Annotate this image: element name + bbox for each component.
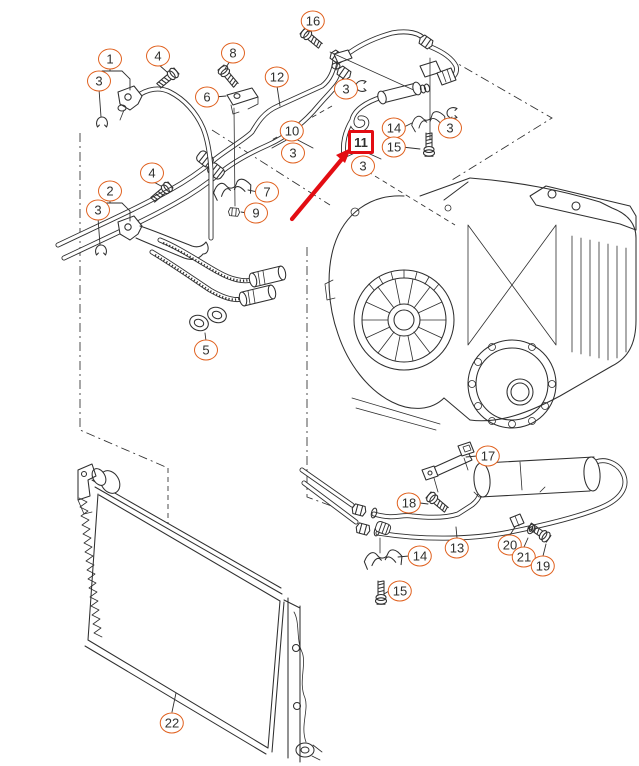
callout-5-20[interactable]: 5 — [194, 339, 218, 361]
callout-3-5[interactable]: 3 — [87, 70, 111, 92]
radiator-drawing — [77, 463, 323, 763]
phantom-boundaries — [79, 57, 553, 509]
callout-16-0[interactable]: 16 — [300, 10, 326, 32]
upper-cooler-pipe-drawing — [298, 26, 459, 158]
callout-15-28[interactable]: 15 — [387, 580, 413, 602]
callout-1-2[interactable]: 1 — [98, 48, 122, 70]
callout-6-6[interactable]: 6 — [195, 86, 219, 108]
callout-21-26[interactable]: 21 — [511, 546, 537, 568]
callout-4-1[interactable]: 4 — [146, 45, 170, 67]
highlight-arrow — [289, 148, 351, 222]
radiator-hoses-drawing — [95, 66, 287, 334]
callout-8-3[interactable]: 8 — [221, 42, 245, 64]
lower-cooler-pipe-drawing — [299, 441, 628, 605]
transmission-drawing — [324, 177, 637, 431]
callout-3-18[interactable]: 3 — [86, 199, 110, 221]
callout-2-16[interactable]: 2 — [98, 180, 122, 202]
callout-12-4[interactable]: 12 — [264, 66, 290, 88]
callout-10-10[interactable]: 10 — [279, 120, 305, 142]
oil-cooler-drawing — [473, 456, 601, 498]
callout-14-24[interactable]: 14 — [407, 545, 433, 567]
oil-pipes-middle-drawing — [55, 48, 354, 261]
callout-15-11[interactable]: 15 — [381, 136, 407, 158]
callout-19-27[interactable]: 19 — [530, 555, 556, 577]
callout-11-12-highlighted[interactable]: 11 — [348, 130, 374, 154]
callout-18-22[interactable]: 18 — [396, 492, 422, 514]
callout-13-23[interactable]: 13 — [444, 537, 470, 559]
callout-3-9[interactable]: 3 — [438, 117, 462, 139]
callout-17-21[interactable]: 17 — [475, 445, 501, 467]
callout-22-29[interactable]: 22 — [159, 712, 185, 734]
callout-7-17[interactable]: 7 — [255, 181, 279, 203]
callout-3-7[interactable]: 3 — [334, 78, 358, 100]
callout-3-13[interactable]: 3 — [281, 142, 305, 164]
callout-3-14[interactable]: 3 — [351, 155, 375, 177]
callout-9-19[interactable]: 9 — [244, 202, 268, 224]
callout-4-15[interactable]: 4 — [140, 162, 164, 184]
